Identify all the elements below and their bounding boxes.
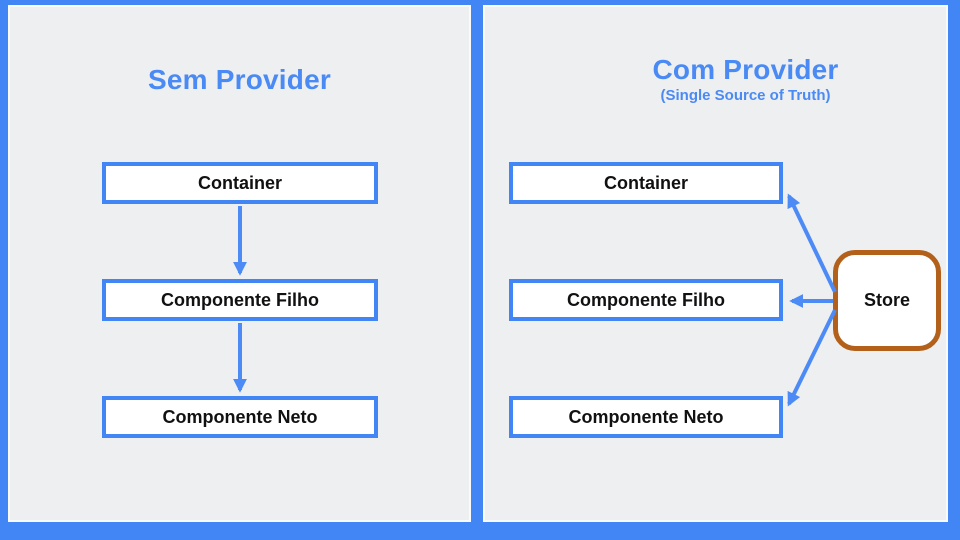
panel-title-sem-provider: Sem Provider — [148, 64, 331, 95]
node-componente-neto: Componente Neto — [102, 396, 378, 438]
panel-title-com-provider: Com Provider — [652, 54, 839, 85]
node-componente-filho: Componente Filho — [509, 279, 783, 321]
node-componente-filho: Componente Filho — [102, 279, 378, 321]
node-container: Container — [509, 162, 783, 204]
panel-com-provider: Com Provider (Single Source of Truth) Co… — [483, 5, 948, 522]
node-container: Container — [102, 162, 378, 204]
panel-subtitle-single-source-of-truth: (Single Source of Truth) — [660, 87, 831, 104]
node-componente-neto: Componente Neto — [509, 396, 783, 438]
arrow-store-to-neto — [787, 309, 837, 407]
store-node: Store — [833, 250, 941, 351]
panel-sem-provider: Sem Provider Container Componente Filho … — [8, 5, 471, 522]
arrow-store-to-container — [787, 193, 837, 293]
